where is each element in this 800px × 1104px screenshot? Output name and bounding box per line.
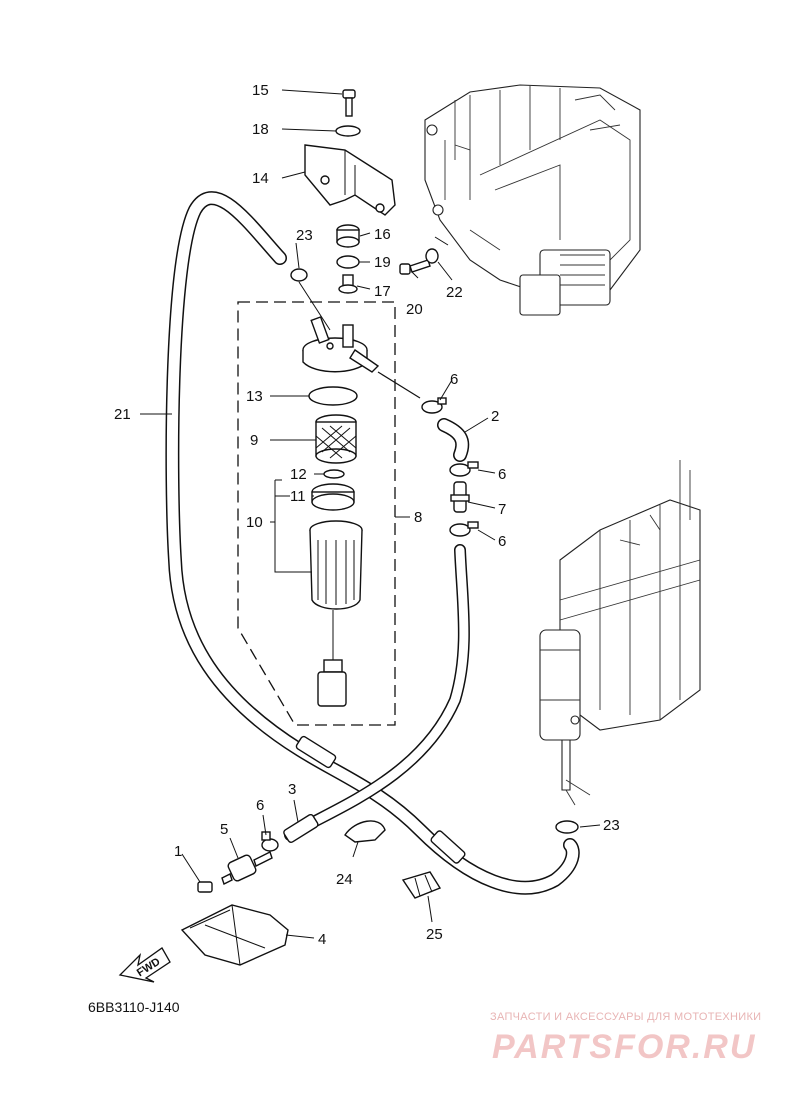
callout-22: 21 — [114, 406, 131, 423]
callout-1: 1 — [174, 843, 182, 860]
callout-4: 4 — [318, 931, 326, 948]
callout-6-d: 6 — [256, 797, 264, 814]
callout-11: 11 — [290, 488, 306, 505]
fuel-hose-22 — [165, 191, 580, 895]
hose-2 — [377, 371, 470, 462]
cover-4 — [180, 904, 289, 966]
callout-10: 10 — [246, 514, 263, 531]
callout-23-bottom: 23 — [603, 817, 620, 834]
callout-20: 20 — [406, 301, 423, 318]
callout-3: 3 — [288, 781, 296, 798]
bolt-20 — [399, 259, 431, 275]
fuel-filter-head — [302, 316, 380, 373]
clip-12 — [323, 469, 345, 479]
callout-18: 18 — [252, 121, 269, 138]
bolt-15 — [342, 89, 356, 117]
collar-17 — [338, 274, 358, 294]
callout-14: 14 — [252, 170, 269, 187]
callout-6-c: 6 — [498, 533, 506, 550]
bracket-14 — [304, 144, 396, 216]
callout-6-a: 6 — [450, 371, 458, 388]
holder-24 — [344, 820, 386, 843]
leader-lines — [140, 89, 601, 939]
washer-21 — [425, 248, 439, 264]
clamp-6-a — [421, 397, 447, 414]
clamp-6-b — [449, 461, 479, 477]
diagram-code: 6BB3110-J140 — [88, 999, 180, 1015]
callout-12: 12 — [290, 466, 307, 483]
callout-9: 9 — [250, 432, 258, 449]
callout-16: 16 — [374, 226, 391, 243]
callout-7: 7 — [498, 501, 506, 518]
watermark-site: PARTSFOR.RU — [492, 1028, 756, 1066]
callout-2: 2 — [491, 408, 499, 425]
holder-25 — [401, 871, 442, 899]
watermark-tagline: ЗАПЧАСТИ И АКСЕССУАРЫ ДЛЯ МОТОТЕХНИКИ — [490, 1011, 761, 1023]
filter-element-9 — [315, 414, 357, 464]
callout-24: 24 — [336, 871, 353, 888]
engine-block-upper — [424, 84, 641, 316]
callout-25: 25 — [426, 926, 443, 943]
callout-13: 13 — [246, 388, 263, 405]
washer-19 — [336, 255, 360, 269]
cap-11 — [311, 483, 355, 511]
joint-5 — [221, 851, 273, 885]
clamp-23-bottom — [555, 820, 579, 834]
fuel-hose-3 — [283, 544, 470, 843]
callout-19: 19 — [374, 254, 391, 271]
washer-18 — [335, 125, 361, 137]
callout-6-b: 6 — [498, 466, 506, 483]
vapor-separator-assembly — [539, 460, 701, 806]
filter-cup-10 — [309, 520, 363, 707]
callout-labels: 15 18 14 23 16 19 17 20 22 6 2 6 7 6 8 1… — [114, 82, 620, 948]
callout-8: 8 — [414, 509, 422, 526]
filter-assembly-boundary — [237, 301, 396, 726]
callout-5: 5 — [220, 821, 228, 838]
clamp-6-c — [449, 521, 479, 537]
callout-17: 17 — [374, 283, 391, 300]
plug-1 — [197, 881, 213, 893]
fwd-arrow-icon: FWD — [118, 947, 171, 983]
callout-23-top: 23 — [296, 227, 313, 244]
fitting-7 — [450, 481, 470, 513]
callout-15: 15 — [252, 82, 269, 99]
grommet-16 — [336, 224, 360, 248]
callout-21: 22 — [446, 284, 463, 301]
o-ring-13 — [308, 386, 358, 406]
clamp-23-top — [290, 268, 331, 331]
clamp-6-d — [261, 831, 279, 852]
